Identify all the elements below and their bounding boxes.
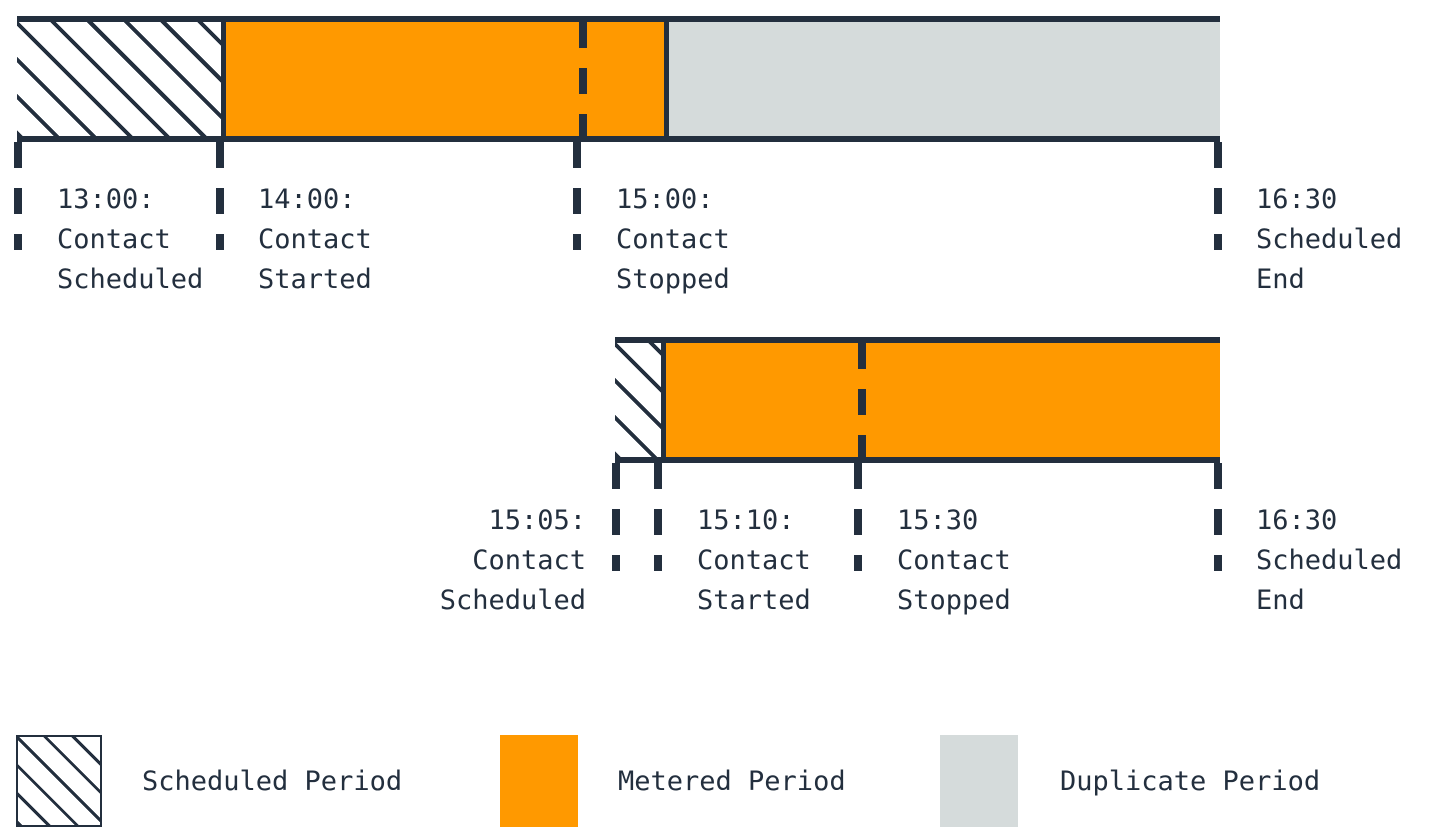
tick-14-00 [216,142,224,250]
timeline-bar-duplicate [615,337,1220,463]
legend-item-scheduled: Scheduled Period [16,735,446,827]
tick-15-30 [854,463,862,571]
segment-metered-period-2 [666,343,1220,457]
legend-item-duplicate: Duplicate Period [940,735,1370,827]
marker-label-14-00: 14:00: Contact Started [258,184,372,295]
marker-label-15-30: 15:30 Contact Stopped [897,505,1011,616]
marker-label-16-30-2: 16:30 Scheduled End [1256,505,1403,616]
legend-label-duplicate: Duplicate Period [1060,765,1321,797]
legend-label-scheduled: Scheduled Period [142,765,403,797]
segment-duplicate-period [664,22,1220,136]
tick-16-30-2 [1214,463,1222,571]
tick-15-00 [573,142,581,250]
legend: Scheduled Period Metered Period Duplicat… [0,735,1448,835]
tick-13-00 [14,142,22,250]
segment-scheduled-period [17,22,226,136]
tick-16-30 [1214,142,1222,250]
legend-swatch-scheduled [16,735,102,827]
marker-label-15-10: 15:10: Contact Started [697,505,811,616]
marker-label-15-00: 15:00: Contact Stopped [616,184,730,295]
contact-stopped-divider-2 [858,343,866,457]
legend-label-metered: Metered Period [618,765,846,797]
segment-metered-period [226,22,664,136]
legend-item-metered: Metered Period [500,735,900,827]
segment-scheduled-period-2 [615,343,666,457]
timeline-bar-original [17,16,1220,142]
tick-15-10 [654,463,662,571]
marker-label-15-05: 15:05: Contact Scheduled [439,505,586,616]
marker-label-16-30: 16:30 Scheduled End [1256,184,1403,295]
marker-label-13-00: 13:00: Contact Scheduled [57,184,204,295]
legend-swatch-metered [500,735,578,827]
contact-stopped-divider [579,22,587,136]
legend-swatch-duplicate [940,735,1018,827]
tick-15-05 [612,463,620,571]
